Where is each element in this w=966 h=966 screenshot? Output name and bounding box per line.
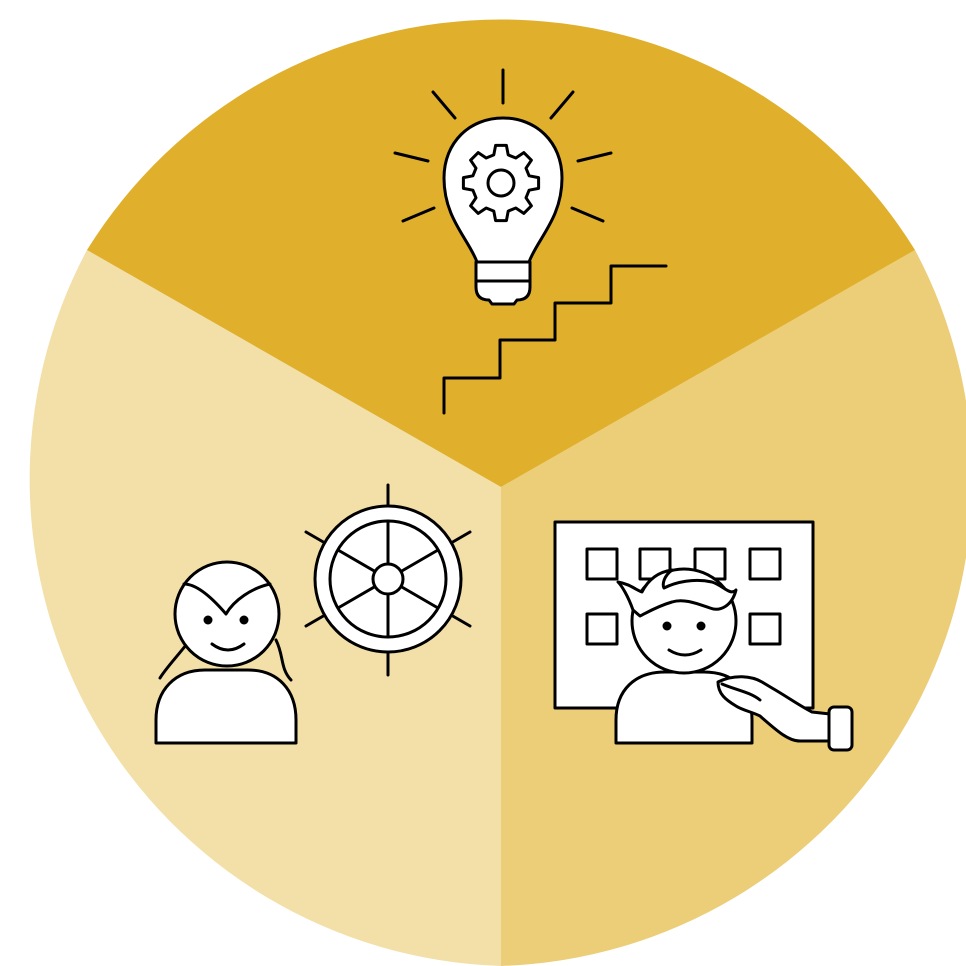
lightbulb-gear-stairs-icon [393, 68, 668, 415]
woman-hair-icon [182, 582, 272, 616]
light-rays-icon [393, 68, 613, 223]
woman-body-icon [154, 668, 298, 745]
woman-avatar-icon [154, 560, 298, 745]
bulb-base-icon [474, 260, 532, 306]
stairs-icon [442, 264, 668, 415]
person-board-hand-icon [553, 520, 854, 752]
person-steering-wheel-icon [154, 483, 472, 745]
supporting-hand-icon [716, 675, 854, 752]
gear-hub-icon [486, 168, 516, 198]
steering-wheel-icon [304, 483, 472, 677]
man-hair-icon [616, 568, 738, 618]
